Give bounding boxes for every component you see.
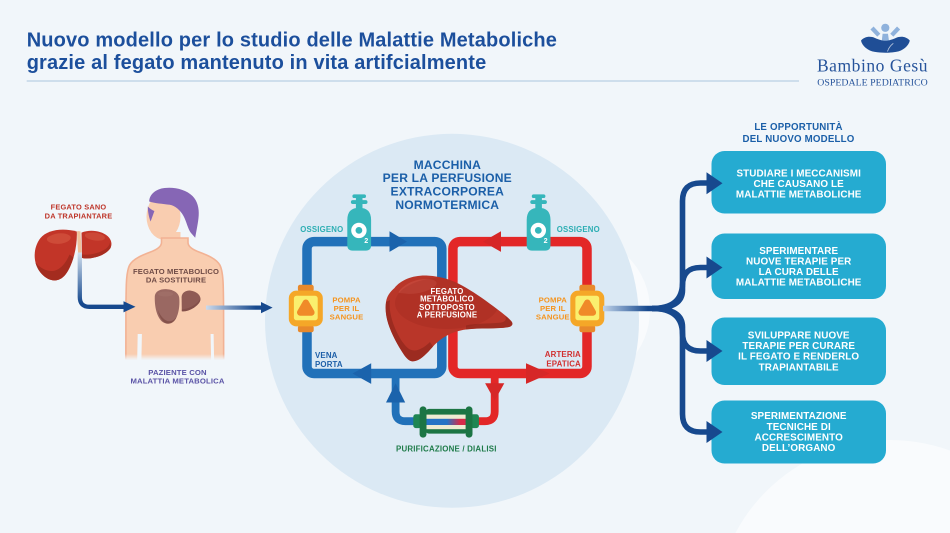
svg-text:SOTTOPOSTO: SOTTOPOSTO [419,303,475,312]
svg-text:FEGATO METABOLICO: FEGATO METABOLICO [133,267,219,276]
svg-text:METABOLICO: METABOLICO [420,295,474,304]
svg-text:SVILUPPARE NUOVE: SVILUPPARE NUOVE [748,331,850,342]
svg-text:MACCHINA: MACCHINA [414,158,482,172]
svg-text:FEGATO SANO: FEGATO SANO [51,203,107,212]
svg-text:EXTRACORPOREA: EXTRACORPOREA [391,185,505,199]
svg-text:ARTERIA: ARTERIA [545,350,581,359]
svg-text:DA SOSTITUIRE: DA SOSTITUIRE [146,276,206,285]
svg-text:MALATTIE METABOLICHE: MALATTIE METABOLICHE [736,190,862,201]
svg-text:PORTA: PORTA [315,360,343,369]
svg-text:PAZIENTE CON: PAZIENTE CON [148,368,207,377]
svg-text:PER IL: PER IL [540,304,566,313]
svg-text:NUOVE TERAPIE PER: NUOVE TERAPIE PER [746,256,851,267]
svg-text:VENA: VENA [315,351,338,360]
svg-text:POMPA: POMPA [539,296,568,305]
svg-text:Nuovo modello per lo studio de: Nuovo modello per lo studio delle Malatt… [27,30,557,52]
svg-text:CHE CAUSANO LE: CHE CAUSANO LE [754,179,845,190]
svg-text:TECNICHE DI: TECNICHE DI [767,422,831,433]
svg-text:MALATTIA METABOLICA: MALATTIA METABOLICA [130,377,224,386]
svg-text:ACCRESCIMENTO: ACCRESCIMENTO [755,432,844,443]
svg-text:OSPEDALE PEDIATRICO: OSPEDALE PEDIATRICO [817,77,928,88]
svg-text:Bambino Gesù: Bambino Gesù [817,55,928,75]
svg-text:PURIFICAZIONE / DIALISI: PURIFICAZIONE / DIALISI [396,445,497,454]
svg-text:DELL’ORGANO: DELL’ORGANO [762,443,836,454]
svg-text:LE OPPORTUNITÀ: LE OPPORTUNITÀ [754,122,842,133]
svg-text:grazie al fegato mantenuto in: grazie al fegato mantenuto in vita artif… [27,52,487,74]
svg-text:IL FEGATO E RENDERLO: IL FEGATO E RENDERLO [738,352,859,363]
svg-text:TERAPIE PER CURARE: TERAPIE PER CURARE [742,341,855,352]
svg-text:FEGATO: FEGATO [431,287,464,296]
svg-text:A PERFUSIONE: A PERFUSIONE [417,310,478,319]
svg-text:SPERIMENTAZIONE: SPERIMENTAZIONE [751,411,847,422]
svg-text:SANGUE: SANGUE [330,313,364,322]
svg-text:PER LA PERFUSIONE: PER LA PERFUSIONE [383,171,512,185]
svg-text:EPATICA: EPATICA [546,359,581,368]
svg-text:TRAPIANTABILE: TRAPIANTABILE [759,362,839,373]
svg-text:DA TRAPIANTARE: DA TRAPIANTARE [45,211,113,220]
svg-text:POMPA: POMPA [332,296,361,305]
svg-text:STUDIARE I MECCANISMI: STUDIARE I MECCANISMI [736,169,861,180]
svg-text:NORMOTERMICA: NORMOTERMICA [395,198,499,212]
svg-text:PER IL: PER IL [334,304,360,313]
svg-text:LA CURA DELLE: LA CURA DELLE [759,267,839,278]
svg-text:OSSIGENO: OSSIGENO [300,225,343,234]
svg-text:OSSIGENO: OSSIGENO [557,225,600,234]
svg-text:DEL NUOVO MODELLO: DEL NUOVO MODELLO [743,134,855,145]
svg-text:MALATTIE METABOLICHE: MALATTIE METABOLICHE [736,278,862,289]
svg-text:SPERIMENTARE: SPERIMENTARE [759,246,838,257]
svg-text:SANGUE: SANGUE [536,313,570,322]
